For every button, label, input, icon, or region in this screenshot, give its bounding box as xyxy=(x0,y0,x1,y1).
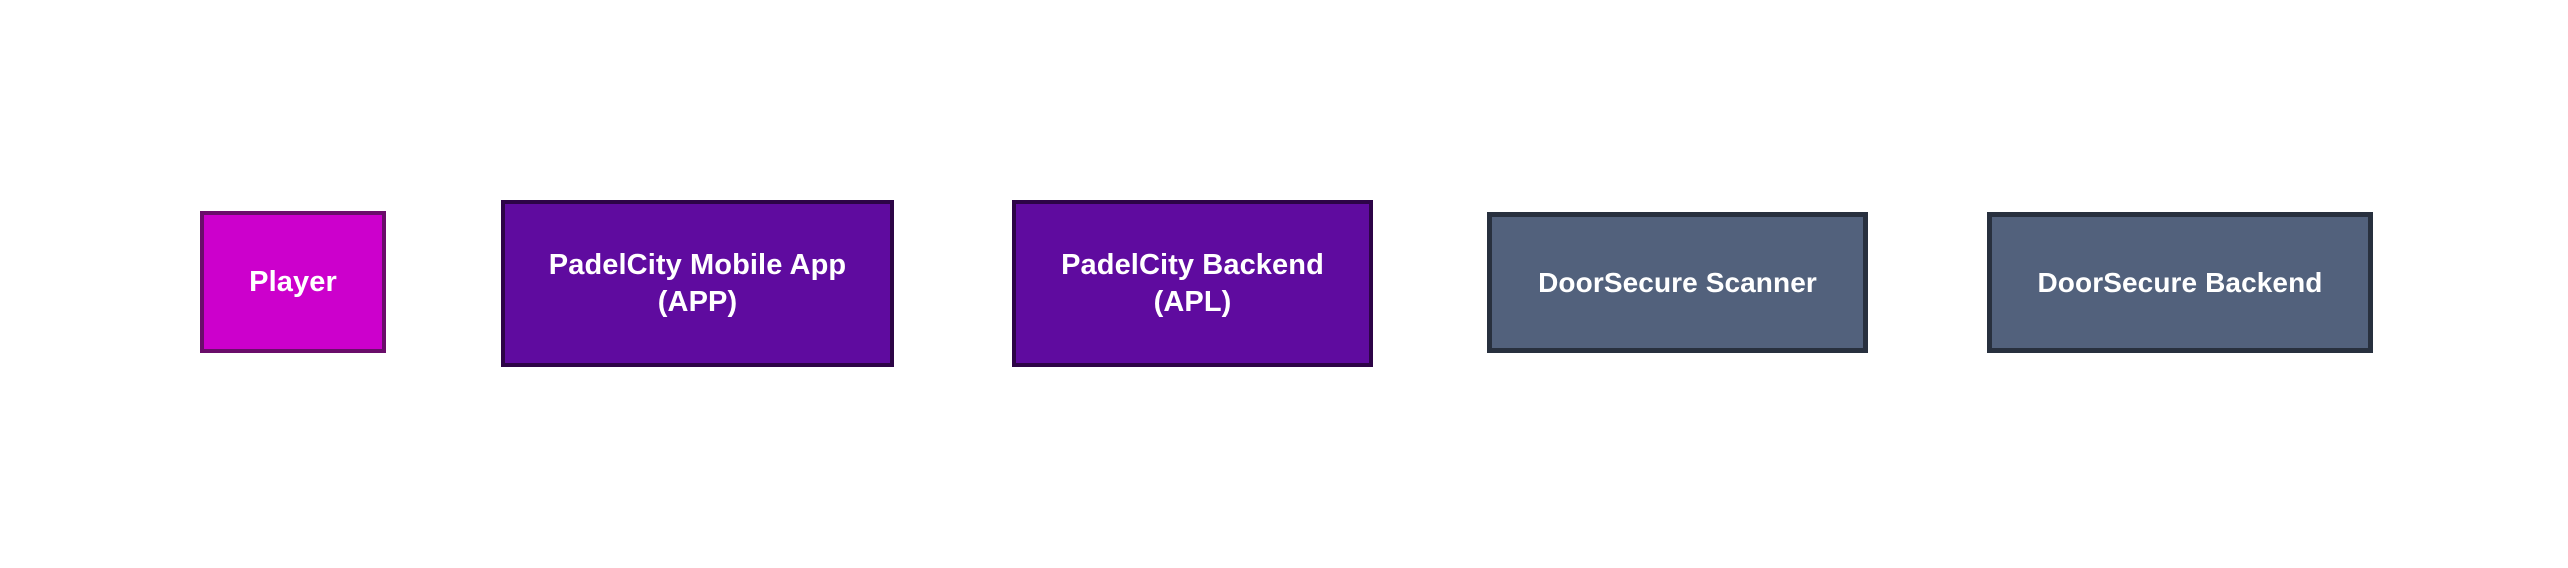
participant-box-player[interactable]: Player xyxy=(200,211,386,353)
participant-label-player: Player xyxy=(249,265,337,298)
participant-box-doorsecure-backend[interactable]: DoorSecure Backend xyxy=(1987,212,2373,353)
participant-label-padelcity-backend: PadelCity Backend (APL) xyxy=(1061,249,1324,318)
participant-box-padelcity-mobile-app[interactable]: PadelCity Mobile App (APP) xyxy=(501,200,894,367)
participant-label-doorsecure-scanner: DoorSecure Scanner xyxy=(1538,267,1817,298)
participant-label-doorsecure-backend: DoorSecure Backend xyxy=(2037,267,2323,298)
participant-label-padelcity-mobile-app: PadelCity Mobile App (APP) xyxy=(548,249,847,318)
participant-box-doorsecure-scanner[interactable]: DoorSecure Scanner xyxy=(1487,212,1868,353)
participant-box-padelcity-backend[interactable]: PadelCity Backend (APL) xyxy=(1012,200,1373,367)
